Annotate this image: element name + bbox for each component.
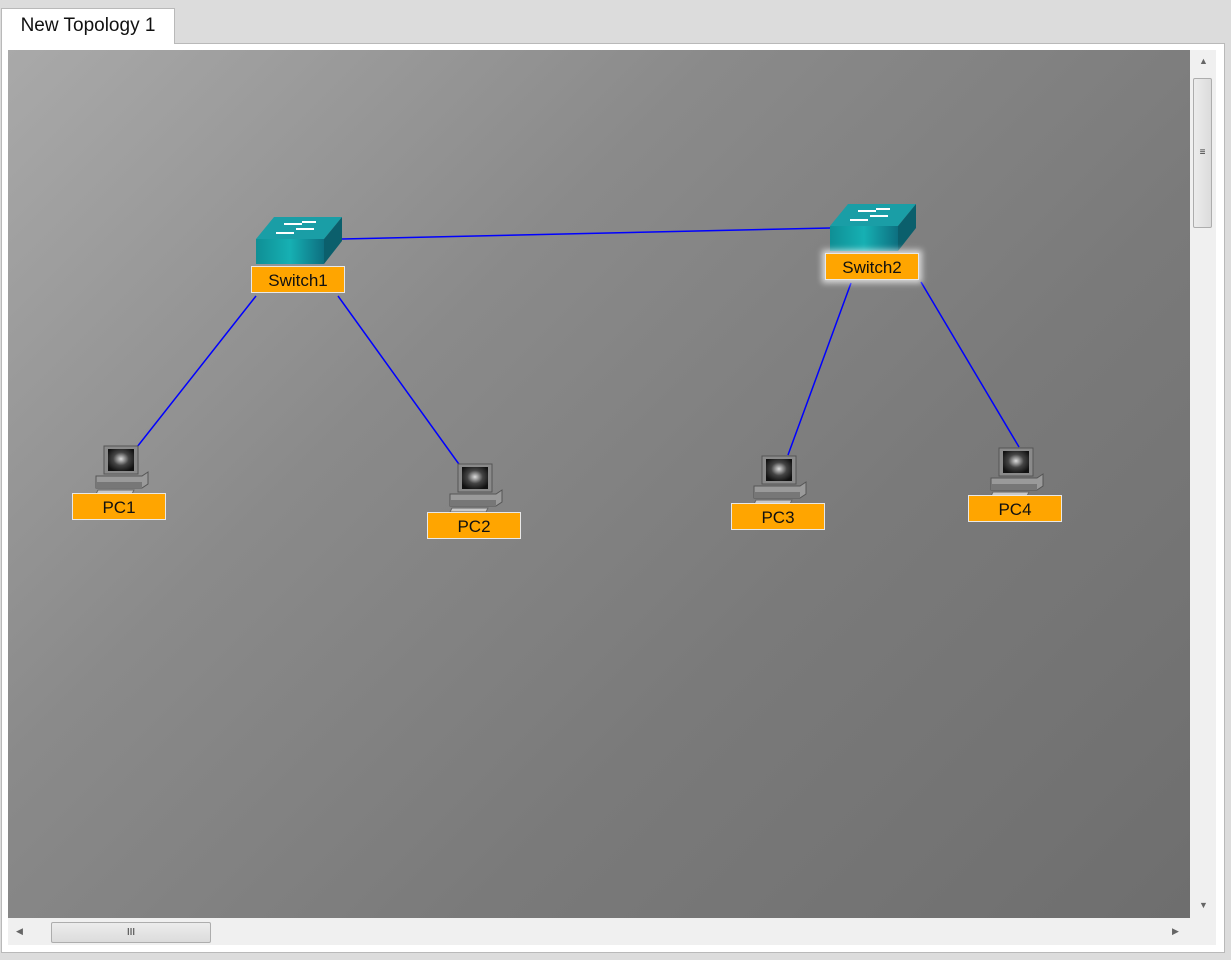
scroll-down-icon[interactable]: ▼ bbox=[1199, 900, 1208, 910]
links-layer bbox=[95, 203, 1044, 513]
switch2-icon[interactable] bbox=[829, 203, 917, 252]
scroll-left-icon[interactable]: ◀ bbox=[16, 926, 23, 936]
pc1-label[interactable]: PC1 bbox=[72, 493, 166, 520]
scrollbar-corner bbox=[1190, 918, 1216, 945]
tab-new-topology-1[interactable]: New Topology 1 bbox=[1, 8, 175, 44]
pc2-label[interactable]: PC2 bbox=[427, 512, 521, 539]
pc3-icon[interactable] bbox=[753, 455, 807, 505]
link-switch1-switch2[interactable] bbox=[341, 227, 831, 240]
link-switch2-pc3[interactable] bbox=[787, 282, 852, 456]
link-switch1-pc2[interactable] bbox=[337, 295, 462, 468]
pc4-icon[interactable] bbox=[990, 447, 1044, 497]
horizontal-scroll-thumb[interactable]: III bbox=[51, 922, 211, 943]
link-switch1-pc1[interactable] bbox=[136, 295, 257, 448]
switch1-icon[interactable] bbox=[255, 216, 343, 265]
pc4-label[interactable]: PC4 bbox=[968, 495, 1062, 522]
pc2-icon[interactable] bbox=[449, 463, 503, 513]
topology-canvas[interactable]: Switch1 Switch2 PC1 PC2 PC3 PC4 bbox=[8, 50, 1190, 918]
pc1-icon[interactable] bbox=[95, 445, 149, 495]
scroll-up-icon[interactable]: ▲ bbox=[1199, 56, 1208, 66]
link-switch2-pc4[interactable] bbox=[920, 281, 1020, 448]
horizontal-scrollbar[interactable]: ◀ III ▶ bbox=[8, 918, 1190, 945]
pc3-label[interactable]: PC3 bbox=[731, 503, 825, 530]
vertical-scroll-thumb[interactable]: ≡ bbox=[1193, 78, 1212, 228]
scroll-right-icon[interactable]: ▶ bbox=[1172, 926, 1179, 936]
switch1-label[interactable]: Switch1 bbox=[251, 266, 345, 293]
vertical-scrollbar[interactable]: ▲ ≡ ▼ bbox=[1190, 50, 1216, 918]
switch2-label[interactable]: Switch2 bbox=[825, 253, 919, 280]
